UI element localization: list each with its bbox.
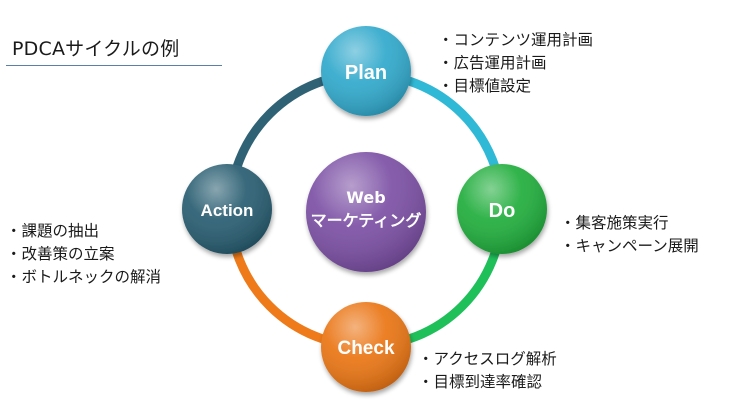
plan-note: 目標値設定 (438, 75, 593, 98)
action-note: 課題の抽出 (6, 220, 161, 243)
do-note: 集客施策実行 (560, 212, 699, 235)
center-node: Web マーケティング (306, 152, 426, 272)
check-note: アクセスログ解析 (418, 348, 557, 371)
plan-notes: コンテンツ運用計画 広告運用計画 目標値設定 (438, 29, 594, 98)
plan-note: 広告運用計画 (438, 52, 593, 75)
check-note: 目標到達率確認 (418, 371, 557, 394)
check-notes: アクセスログ解析 目標到達率確認 (418, 348, 557, 394)
check-node: Check (321, 302, 411, 392)
check-label: Check (337, 338, 394, 359)
action-note: ボトルネックの解消 (6, 266, 162, 289)
center-label-web: Web (346, 188, 385, 207)
action-notes: 課題の抽出 改善策の立案 ボトルネックの解消 (6, 220, 162, 289)
do-notes: 集客施策実行 キャンペーン展開 (560, 212, 699, 258)
plan-label: Plan (345, 62, 387, 84)
do-note: キャンペーン展開 (560, 235, 699, 258)
action-note: 改善策の立案 (6, 243, 161, 266)
center-label-marketing: マーケティング (311, 211, 422, 230)
do-label: Do (489, 200, 516, 222)
plan-node: Plan (321, 26, 411, 116)
action-node: Action (182, 164, 272, 254)
page-title: PDCAサイクルの例 (12, 38, 180, 60)
do-node: Do (457, 164, 547, 254)
plan-note: コンテンツ運用計画 (438, 29, 594, 52)
title-underline (6, 65, 222, 66)
action-label: Action (201, 201, 254, 220)
